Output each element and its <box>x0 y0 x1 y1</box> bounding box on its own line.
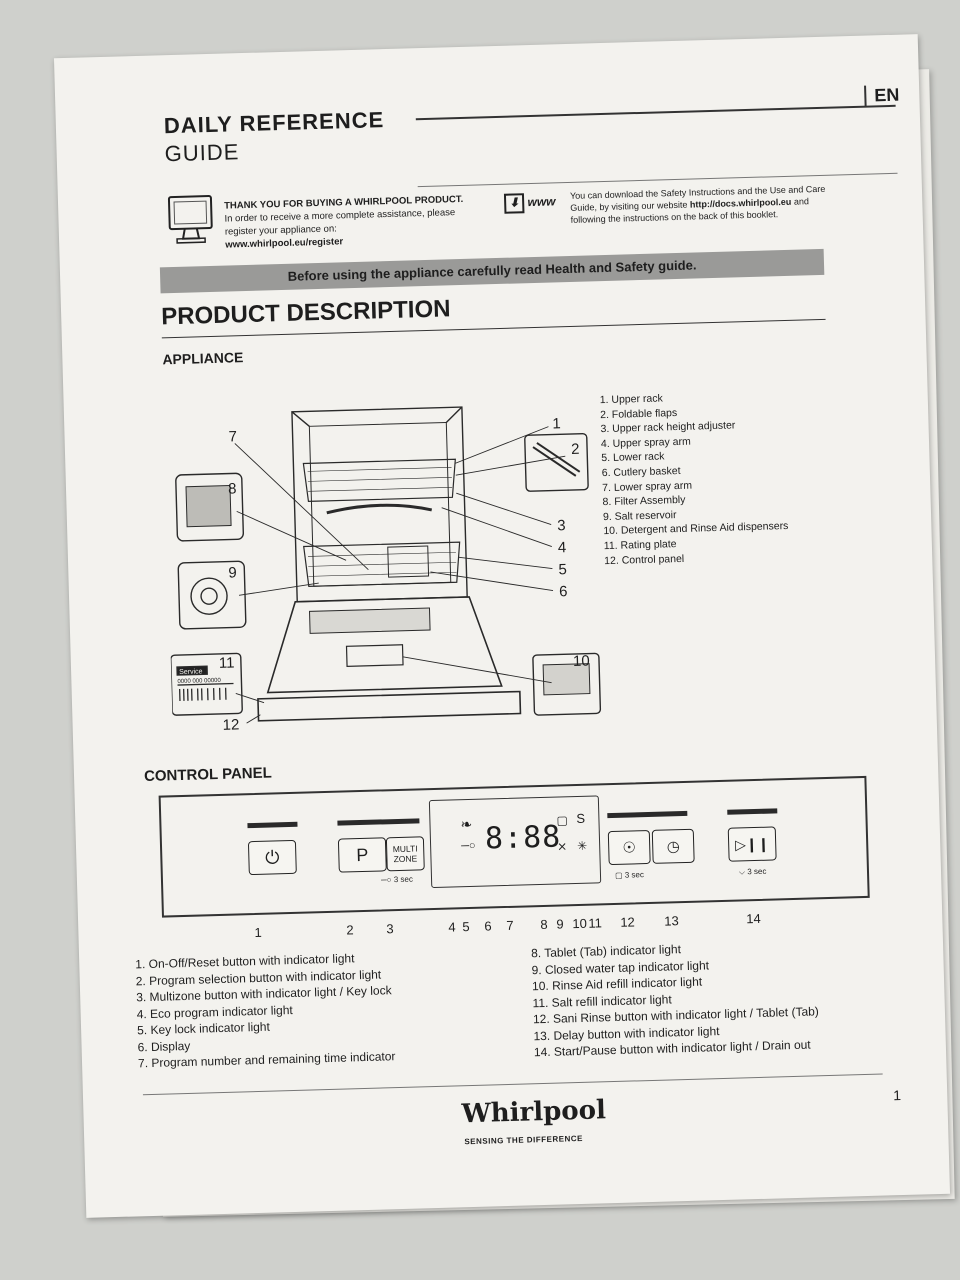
download-icon-label: www <box>527 194 556 210</box>
title-line-1: DAILY REFERENCE <box>163 107 385 139</box>
title-line-2: GUIDE <box>164 139 240 167</box>
dishwasher-diagram: 1 2 3 4 5 6 7 8 9 10 11 12 Service 0000 … <box>163 363 613 750</box>
water-tap-icon: ⨯ <box>556 839 568 854</box>
cp-num-3: 3 <box>386 921 394 937</box>
control-panel-strip <box>257 690 522 722</box>
door <box>266 596 503 694</box>
control-list-right: 8. Tablet (Tab) indicator light 9. Close… <box>531 937 820 1060</box>
rinse-aid-icon: ✳ <box>576 838 588 853</box>
product-description-heading: PRODUCT DESCRIPTION <box>160 295 451 331</box>
tablet-hint-icon: ▢ <box>614 870 623 880</box>
power-button[interactable]: ⏻ <box>247 839 297 876</box>
whirlpool-logo: Whirlpool <box>461 1095 606 1129</box>
cp-num-1: 1 <box>254 924 262 941</box>
multizone-label-2: ZONE <box>393 853 418 865</box>
download-link[interactable]: http://docs.whirlpool.eu <box>689 196 792 210</box>
display: ❧ ─○ 8:88 ▢ S ⨯ ✳ <box>428 795 602 889</box>
keylock-hint: ─○ 3 sec <box>381 875 413 885</box>
time-readout: 8:88 <box>484 819 562 857</box>
cp-num-8: 8 <box>540 916 548 933</box>
multizone-button[interactable]: MULTI ZONE <box>385 836 425 872</box>
download-text: You can download the Safety Instructions… <box>570 183 831 226</box>
play-pause-icon: ▷❙❙ <box>734 835 770 853</box>
keylock-hint-text: 3 sec <box>393 874 414 885</box>
safety-banner: Before using the appliance carefully rea… <box>159 248 825 294</box>
thanks-text: THANK YOU FOR BUYING A WHIRLPOOL PRODUCT… <box>224 192 485 251</box>
cp-num-11: 11 <box>588 915 603 931</box>
appliance-heading: APPLIANCE <box>162 349 244 368</box>
drain-hint: ⌵ 3 sec <box>739 867 767 878</box>
control-panel-diagram: ⏻ P MULTI ZONE ─○ 3 sec ❧ ─○ 8:88 ▢ S ⨯ … <box>158 775 870 918</box>
callout-11: 11 <box>219 654 235 671</box>
rating-plate-label: Service <box>179 668 203 676</box>
indicator-bar-12 <box>607 810 688 819</box>
callout-5: 5 <box>558 561 567 578</box>
control-panel-heading: CONTROL PANEL <box>143 764 273 786</box>
language-tag: EN <box>864 84 900 107</box>
indicator-bar-1 <box>247 821 298 829</box>
sani-rinse-icon: ☉ <box>622 839 637 857</box>
tablet-icon: ▢ <box>556 813 568 828</box>
cp-num-4: 4 <box>448 919 456 935</box>
start-pause-button[interactable]: ▷❙❙ <box>727 826 777 862</box>
clock-icon: ◷ <box>666 838 681 856</box>
eco-leaf-icon: ❧ <box>460 815 473 833</box>
manual-page: DAILY REFERENCE GUIDE EN THANK YOU FOR B… <box>53 34 951 1218</box>
header-rule <box>415 104 896 121</box>
indicator-bar-14 <box>727 808 778 815</box>
footer-rule <box>142 1073 883 1096</box>
tablet-hint-text: 3 sec <box>624 870 645 880</box>
sani-rinse-button[interactable]: ☉ <box>607 829 651 866</box>
download-icon: ⬇ www <box>503 192 556 214</box>
page-number: 1 <box>893 1087 902 1104</box>
callout-6: 6 <box>559 583 568 600</box>
callout-8: 8 <box>228 480 237 497</box>
salt-icon: S <box>576 810 586 826</box>
cp-num-12: 12 <box>620 914 635 930</box>
rating-plate-number: 0000 000 00000 <box>177 678 221 685</box>
cp-num-6: 6 <box>484 918 492 934</box>
lower-rack <box>303 541 461 587</box>
callout-1: 1 <box>552 415 561 432</box>
cp-num-9: 9 <box>556 916 564 932</box>
control-list-left: 1. On-Off/Reset button with indicator li… <box>135 949 396 1072</box>
detergent-dispenser <box>345 644 404 667</box>
tablet-hint: ▢ 3 sec <box>615 870 644 880</box>
rating-plate-inset <box>170 652 243 716</box>
upper-spray-arm <box>326 503 433 515</box>
callout-12: 12 <box>222 716 239 733</box>
cp-num-14: 14 <box>746 910 761 927</box>
key-icon: ─○ <box>380 875 392 885</box>
callout-10: 10 <box>573 653 590 670</box>
callout-2: 2 <box>571 441 580 458</box>
callout-9: 9 <box>228 564 237 581</box>
callout-7: 7 <box>228 428 237 445</box>
brand-name: Whirlpool <box>461 1095 607 1130</box>
delay-button[interactable]: ◷ <box>651 828 695 864</box>
callout-3: 3 <box>557 517 566 534</box>
key-lock-icon: ─○ <box>460 839 476 853</box>
cp-num-5: 5 <box>462 919 470 935</box>
power-icon: ⏻ <box>264 846 280 868</box>
cp-num-2: 2 <box>346 922 354 938</box>
cp-num-13: 13 <box>664 913 679 929</box>
parts-legend: 1. Upper rack 2. Foldable flaps 3. Upper… <box>600 388 790 568</box>
program-button[interactable]: P <box>337 837 387 873</box>
drain-hint-text: 3 sec <box>747 866 767 877</box>
drain-icon: ⌵ <box>738 867 746 877</box>
cutlery-basket <box>387 545 430 578</box>
upper-rack <box>302 458 456 502</box>
monitor-icon <box>166 192 218 254</box>
indicator-bar-2 <box>337 818 420 826</box>
cp-num-7: 7 <box>506 917 514 933</box>
brand-tagline: SENSING THE DIFFERENCE <box>464 1133 584 1147</box>
cp-num-10: 10 <box>572 915 588 932</box>
callout-4: 4 <box>558 539 567 556</box>
